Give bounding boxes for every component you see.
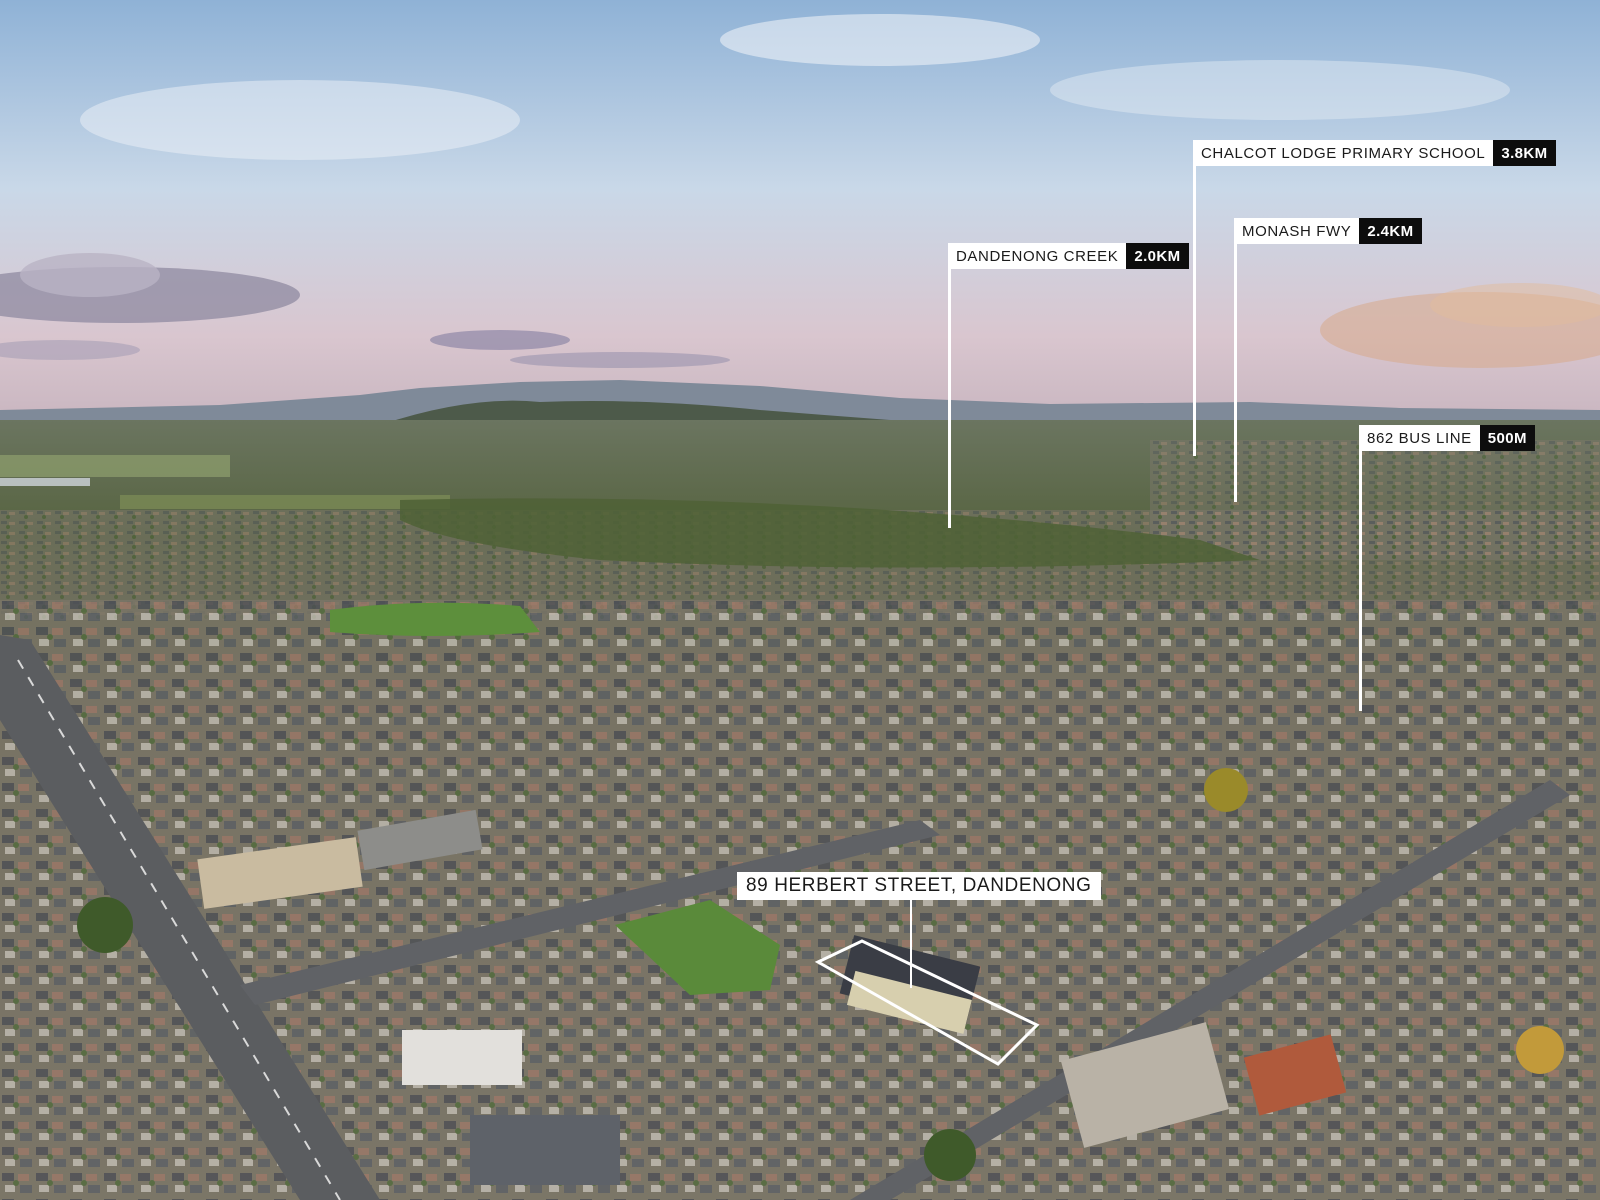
property-address-leader [910,900,912,988]
callout-distance: 2.0KM [1126,243,1189,269]
callout-distance: 3.8KM [1493,140,1556,166]
parkland [400,498,1260,568]
highway [0,635,380,1200]
vacant-lot [615,900,780,995]
callout-dandenong-creek: DANDENONG CREEK 2.0KM [948,243,1189,269]
leader-line-monash [1234,244,1237,502]
callout-name: MONASH FWY [1234,218,1360,244]
sky [0,0,1600,420]
callout-bus: 862 BUS LINE 500M [1359,425,1535,451]
callout-distance: 500M [1479,425,1535,451]
street [850,780,1570,1200]
leader-line-chalcot [1193,166,1196,456]
callout-name: DANDENONG CREEK [948,243,1127,269]
callout-monash: MONASH FWY 2.4KM [1234,218,1422,244]
leader-line-dandenong-creek [948,268,951,528]
mountains [0,380,1600,425]
callout-name: 862 BUS LINE [1359,425,1480,451]
leader-line-bus [1359,451,1362,711]
callout-distance: 2.4KM [1359,218,1422,244]
property-address-label: 89 HERBERT STREET, DANDENONG [737,872,1101,900]
callout-name: CHALCOT LODGE PRIMARY SCHOOL [1193,140,1494,166]
callout-chalcot: CHALCOT LODGE PRIMARY SCHOOL 3.8KM [1193,140,1556,166]
property-boundary [814,939,1040,1066]
